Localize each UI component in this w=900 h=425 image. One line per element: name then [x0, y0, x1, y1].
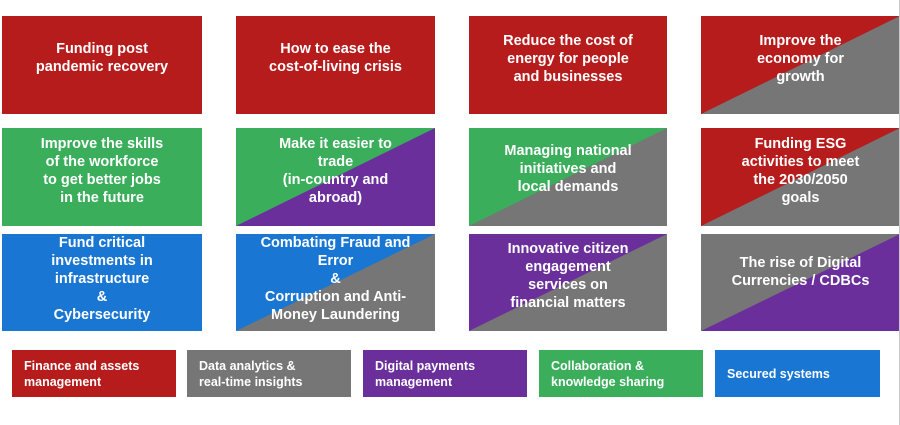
challenge-tile: How to ease the cost-of-living crisis	[236, 16, 435, 114]
tile-diagonal-split	[236, 234, 435, 331]
challenge-tile-label: Funding ESG activities to meet the 2030/…	[741, 136, 860, 206]
challenge-tile: Innovative citizen engagement services o…	[469, 234, 667, 331]
challenge-tile: Reduce the cost of energy for people and…	[469, 16, 667, 114]
tile-background	[236, 128, 435, 226]
challenge-tile: Improve the economy for growth	[701, 16, 900, 114]
tile-background	[236, 16, 435, 114]
challenge-tile-label: Funding post pandemic recovery	[35, 41, 169, 75]
challenge-tile: Managing national initiatives and local …	[469, 128, 667, 226]
tile-background	[2, 128, 202, 226]
challenge-tile: The rise of Digital Currencies / CDBCs	[701, 234, 900, 331]
tile-diagonal-split	[469, 234, 667, 331]
challenge-tile-label: Combating Fraud and Error & Corruption a…	[260, 235, 411, 323]
tile-background	[701, 234, 900, 331]
tile-background	[469, 128, 667, 226]
challenge-tile: Funding post pandemic recovery	[2, 16, 202, 114]
tile-diagonal-split	[701, 234, 900, 331]
challenge-tile-label: Make it easier to trade (in-country and …	[279, 136, 392, 206]
legend-item: Digital payments management	[363, 350, 527, 397]
tile-background	[236, 234, 435, 331]
legend-item: Finance and assets management	[12, 350, 176, 397]
challenge-tile-label: Fund critical investments in infrastruct…	[51, 235, 153, 323]
tile-diagonal-split	[701, 128, 900, 226]
challenge-tile: Combating Fraud and Error & Corruption a…	[236, 234, 435, 331]
tile-background	[701, 128, 900, 226]
challenge-tile-label: Reduce the cost of energy for people and…	[503, 33, 633, 85]
challenge-tile-label: Improve the skills of the workforce to g…	[40, 136, 164, 206]
legend-item: Data analytics & real-time insights	[187, 350, 351, 397]
legend-item: Secured systems	[715, 350, 880, 397]
challenge-tile-label: How to ease the cost-of-living crisis	[269, 41, 402, 75]
challenge-tile: Funding ESG activities to meet the 2030/…	[701, 128, 900, 226]
challenge-tile-label: The rise of Digital Currencies / CDBCs	[731, 255, 870, 289]
tile-background	[701, 16, 900, 114]
challenge-tile: Fund critical investments in infrastruct…	[2, 234, 202, 331]
legend-item: Collaboration & knowledge sharing	[539, 350, 703, 397]
tile-background	[469, 234, 667, 331]
tile-background	[2, 234, 202, 331]
challenge-tile-label: Managing national initiatives and local …	[504, 143, 632, 195]
challenge-tile: Make it easier to trade (in-country and …	[236, 128, 435, 226]
challenge-tile: Improve the skills of the workforce to g…	[2, 128, 202, 226]
tile-diagonal-split	[701, 16, 900, 114]
challenge-tile-label: Innovative citizen engagement services o…	[507, 241, 629, 311]
tile-diagonal-split	[469, 128, 667, 226]
tile-diagonal-split	[236, 128, 435, 226]
tile-background	[2, 16, 202, 114]
challenge-tile-label: Improve the economy for growth	[756, 33, 844, 85]
tile-background	[469, 16, 667, 114]
